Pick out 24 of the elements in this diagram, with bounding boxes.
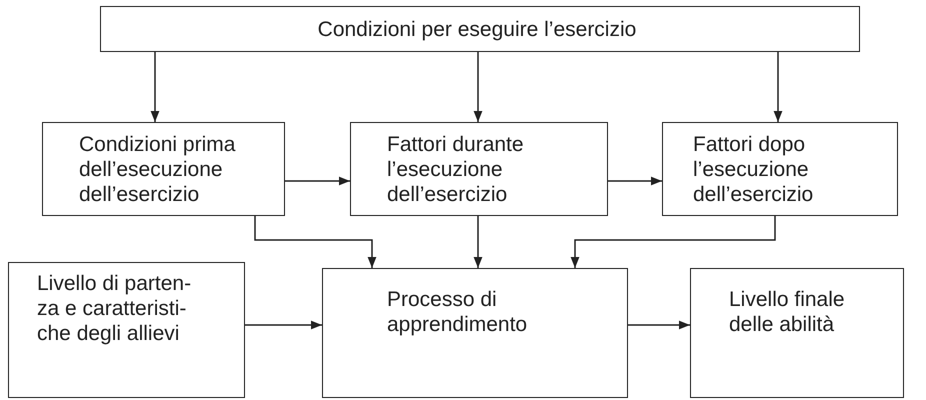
- arrow: [570, 216, 776, 268]
- box-label: Condizioni prima dell’esecuzione dell’esercizio: [79, 132, 236, 206]
- box-label: Fattori dopo l’esecuzione dell’esercizio: [693, 132, 814, 206]
- arrow: [608, 176, 662, 186]
- arrow: [474, 216, 482, 268]
- box-label: Livello di parten- za e caratteristi- che degli allievi: [37, 271, 192, 346]
- process-box: [662, 122, 898, 216]
- box-label: Condizioni per eseguire l’esercizio: [318, 16, 636, 42]
- box-label: Livello finale delle abilità: [729, 287, 846, 337]
- arrow: [245, 320, 322, 330]
- process-box: [100, 6, 860, 52]
- process-box: [42, 122, 285, 216]
- box-label: Fattori durante l’esecuzione dell’esercizio: [387, 132, 525, 206]
- box-label: Processo di apprendimento: [387, 287, 528, 337]
- arrow: [150, 52, 160, 122]
- arrow: [254, 216, 376, 268]
- arrow: [474, 52, 482, 122]
- arrow: [628, 320, 690, 330]
- process-box: [690, 268, 904, 398]
- process-box: [322, 268, 628, 398]
- arrow: [285, 176, 350, 186]
- arrow: [774, 52, 782, 122]
- process-box: [8, 262, 245, 398]
- process-box: [350, 122, 608, 216]
